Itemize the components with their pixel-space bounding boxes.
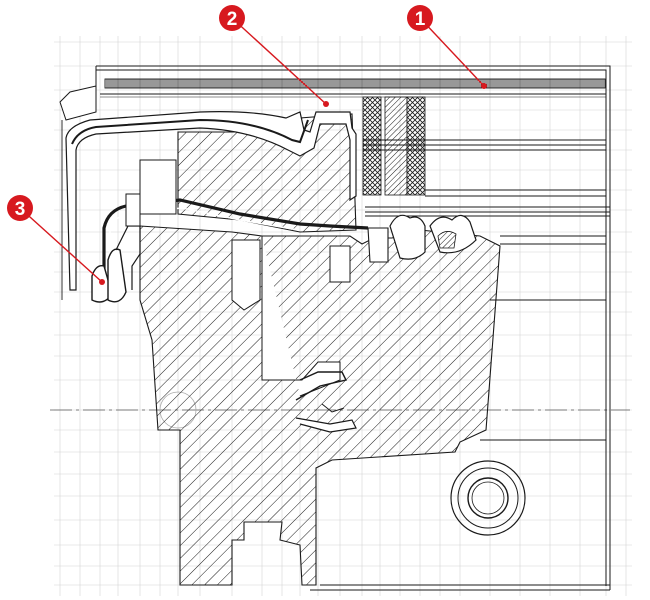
outer-cover-frame: [59, 85, 97, 121]
panel-layers: [363, 139, 606, 197]
callout-leader-2: [231, 17, 327, 105]
lower-sheet: [102, 198, 369, 270]
seal-fill: [437, 231, 457, 249]
insulation-block: [384, 96, 408, 196]
fixing-detail: [295, 371, 348, 401]
fixing-detail: [295, 417, 357, 433]
insulation-block: [406, 96, 426, 196]
callout-pointer-2: [323, 101, 329, 107]
outer-cover-frame: [139, 159, 177, 215]
callouts: 1 2 3: [7, 5, 487, 285]
callout-pointer-1: [481, 83, 487, 89]
frame-cutout: [261, 236, 341, 397]
callout-number-3: 3: [15, 199, 26, 220]
callout-badge-2: [219, 5, 245, 31]
clip-detail: [107, 248, 127, 303]
seal-profile: [367, 227, 389, 263]
callout-pointer-3: [99, 279, 105, 285]
clip-detail: [115, 225, 141, 290]
housing-frame: [95, 65, 611, 591]
sheet-metal-inner: [71, 118, 309, 145]
callout-leader-1: [419, 17, 485, 87]
callout-number-1: 1: [415, 9, 426, 30]
glass-panel-layer: [104, 78, 606, 89]
seal-profile: [389, 214, 426, 260]
sheet-metal-profile: [65, 111, 357, 291]
frame-cutout: [329, 245, 351, 283]
bolt-hole: [450, 460, 526, 536]
callout-leader-3: [19, 207, 103, 283]
fixing-detail: [321, 403, 345, 413]
callout-badge-1: [407, 5, 433, 31]
callout-number-2: 2: [227, 9, 238, 30]
main-frame-profile: [139, 225, 501, 586]
frame-cutout: [231, 239, 261, 311]
callout-badge-3: [7, 195, 33, 221]
outer-cover-frame: [125, 193, 141, 227]
insulation-block: [362, 96, 382, 196]
